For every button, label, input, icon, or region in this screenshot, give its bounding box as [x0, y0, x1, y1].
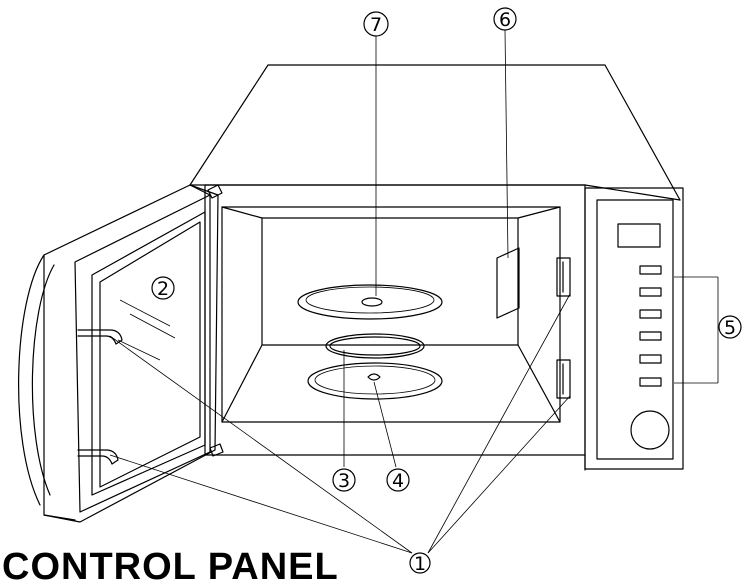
oven-cavity: [221, 206, 561, 423]
svg-text:2: 2: [157, 278, 169, 300]
control-panel: [584, 187, 684, 470]
svg-text:6: 6: [499, 9, 511, 31]
callout-number-1: 1: [409, 552, 431, 575]
turntable-base: [307, 362, 443, 400]
shaft: [367, 373, 381, 381]
panel-button-6: [639, 377, 662, 387]
callout-number-6: 6: [493, 7, 517, 31]
callout-number-2: 2: [151, 276, 175, 300]
panel-button-4: [639, 331, 662, 341]
svg-text:7: 7: [370, 14, 382, 36]
display-screen: [617, 223, 661, 248]
panel-dial: [630, 410, 670, 450]
roller-ring: [325, 333, 425, 359]
door-safety-lock-slots: [556, 257, 571, 399]
svg-text:4: 4: [392, 470, 404, 492]
wave-guide-cover: [496, 247, 520, 319]
svg-text:1: 1: [414, 553, 426, 575]
cabinet-top: [189, 64, 681, 201]
panel-button-3: [639, 309, 662, 319]
callout-number-5: 5: [718, 315, 742, 339]
door-hook-lower: [77, 449, 119, 465]
section-heading: CONTROL PANEL: [2, 546, 339, 588]
leader-lines: [109, 29, 719, 554]
panel-button-1: [639, 265, 662, 275]
oven-door: [18, 184, 224, 523]
callout-number-7: 7: [363, 11, 389, 37]
panel-button-2: [639, 287, 662, 297]
callout-number-4: 4: [386, 468, 410, 492]
glass-tray: [297, 284, 443, 320]
panel-button-5: [639, 354, 662, 364]
svg-text:5: 5: [724, 317, 736, 339]
cabinet-body: [204, 184, 681, 471]
svg-text:3: 3: [338, 470, 350, 492]
callout-number-3: 3: [332, 468, 356, 492]
